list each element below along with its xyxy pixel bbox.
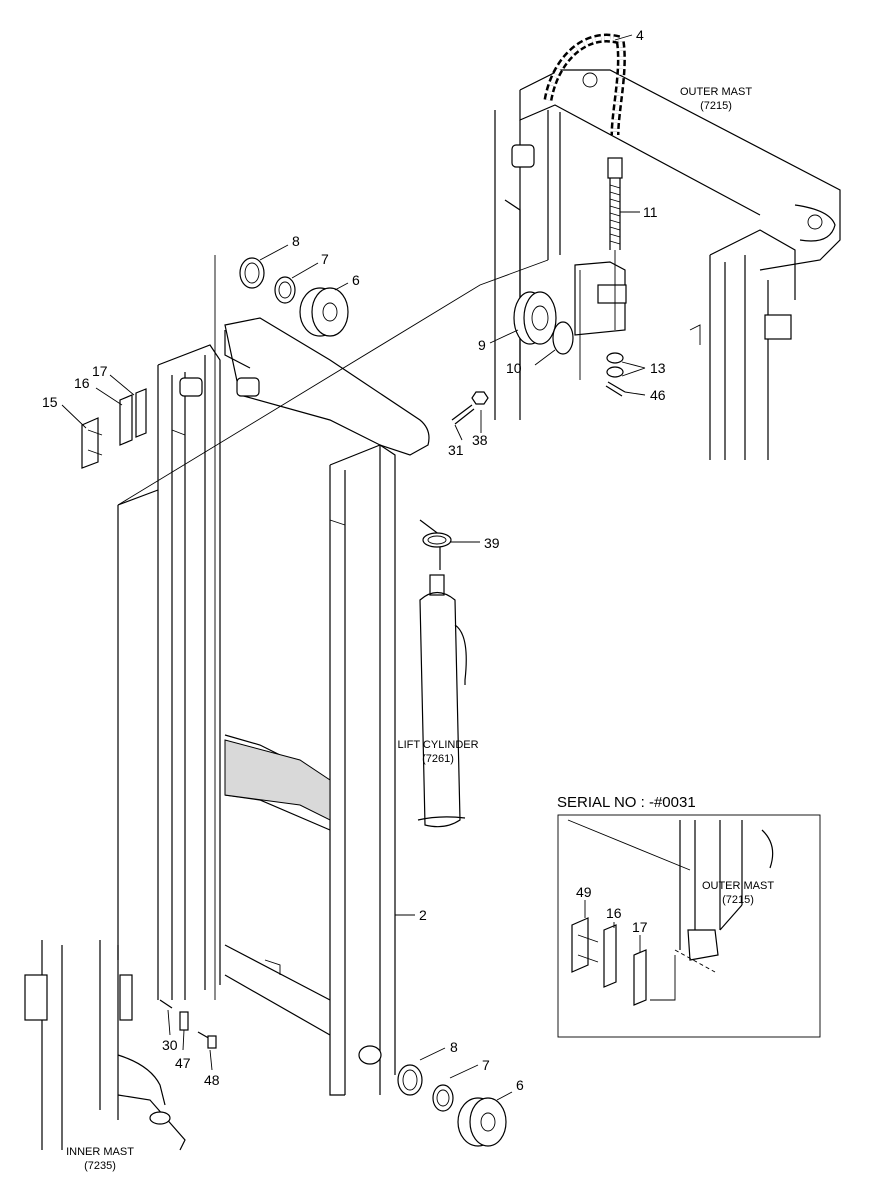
lift-cylinder-drawing [417, 519, 467, 828]
callout-16: 16 [74, 375, 90, 391]
callout-6-upper: 6 [352, 272, 360, 288]
outer-mast-code: (7215) [700, 100, 732, 112]
leader-lines [61, 34, 646, 1101]
lower-bearing-stack [397, 1064, 507, 1147]
chain-anchor-bolt [607, 157, 623, 330]
callout-4: 4 [636, 27, 644, 43]
callout-30: 30 [162, 1037, 178, 1053]
callout-15: 15 [42, 394, 58, 410]
shim-plates [81, 388, 147, 469]
inner-mast-label: INNER MAST [66, 1146, 134, 1158]
callout-46: 46 [650, 387, 666, 403]
callout-9: 9 [478, 337, 486, 353]
inner-mast-fragment [24, 940, 186, 1151]
nuts-and-cotter-pin [605, 352, 626, 397]
text-labels: OUTER MAST (7215) LIFT CYLINDER (7261) I… [42, 27, 774, 1172]
callout-8-lower: 8 [450, 1039, 458, 1055]
callout-8-upper: 8 [292, 233, 300, 249]
callout-47: 47 [175, 1055, 191, 1071]
callout-16-inset: 16 [606, 905, 622, 921]
callout-6-lower: 6 [516, 1077, 524, 1093]
inset-outer-mast-label: OUTER MAST [702, 880, 774, 892]
serial-inset [557, 814, 821, 1038]
callout-2: 2 [419, 907, 427, 923]
callout-38: 38 [472, 432, 488, 448]
callout-13: 13 [650, 360, 666, 376]
lift-chain [543, 33, 626, 136]
callout-39: 39 [484, 535, 500, 551]
callout-11: 11 [643, 204, 658, 220]
callout-17-inset: 17 [632, 919, 648, 935]
chain-sheave [513, 291, 574, 355]
callout-7-upper: 7 [321, 251, 329, 267]
callout-31: 31 [448, 442, 464, 458]
upper-bearing-stack [239, 257, 349, 337]
inner-mast-assembly [117, 255, 549, 1096]
callout-17: 17 [92, 363, 108, 379]
callout-49: 49 [576, 884, 592, 900]
outer-mast-label: OUTER MAST [680, 86, 752, 98]
callout-48: 48 [204, 1072, 220, 1088]
lift-cylinder-code: (7261) [422, 753, 454, 765]
lift-cylinder-label: LIFT CYLINDER [397, 739, 478, 751]
inset-outer-mast-code: (7215) [722, 894, 754, 906]
callout-10: 10 [506, 360, 522, 376]
callout-7-lower: 7 [482, 1057, 490, 1073]
outer-mast-drawing [494, 69, 841, 460]
inner-mast-code: (7235) [84, 1160, 116, 1172]
serial-number-header: SERIAL NO : -#0031 [557, 794, 696, 811]
bolt-nut-seal [422, 391, 489, 548]
